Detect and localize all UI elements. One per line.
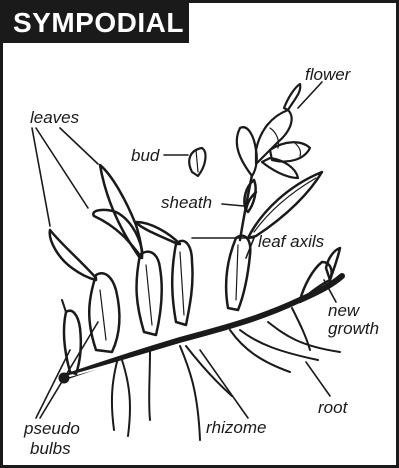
label-bud: bud (131, 146, 160, 165)
new-growth (300, 248, 340, 302)
pseudobulbs (62, 236, 250, 374)
label-growth: growth (328, 319, 379, 338)
flower (237, 84, 310, 178)
label-pseudo: pseudo (23, 419, 80, 438)
label-leaves: leaves (30, 108, 80, 127)
bud (189, 148, 205, 176)
label-new: new (328, 301, 361, 320)
label-flower: flower (305, 65, 352, 84)
label-leaf-axils: leaf axils (258, 232, 325, 251)
leaves (50, 165, 322, 280)
label-root: root (318, 398, 349, 417)
label-rhizome: rhizome (206, 418, 266, 437)
rhizome-stem (59, 276, 342, 383)
label-bulbs: bulbs (30, 439, 71, 458)
label-sheath: sheath (161, 193, 212, 212)
